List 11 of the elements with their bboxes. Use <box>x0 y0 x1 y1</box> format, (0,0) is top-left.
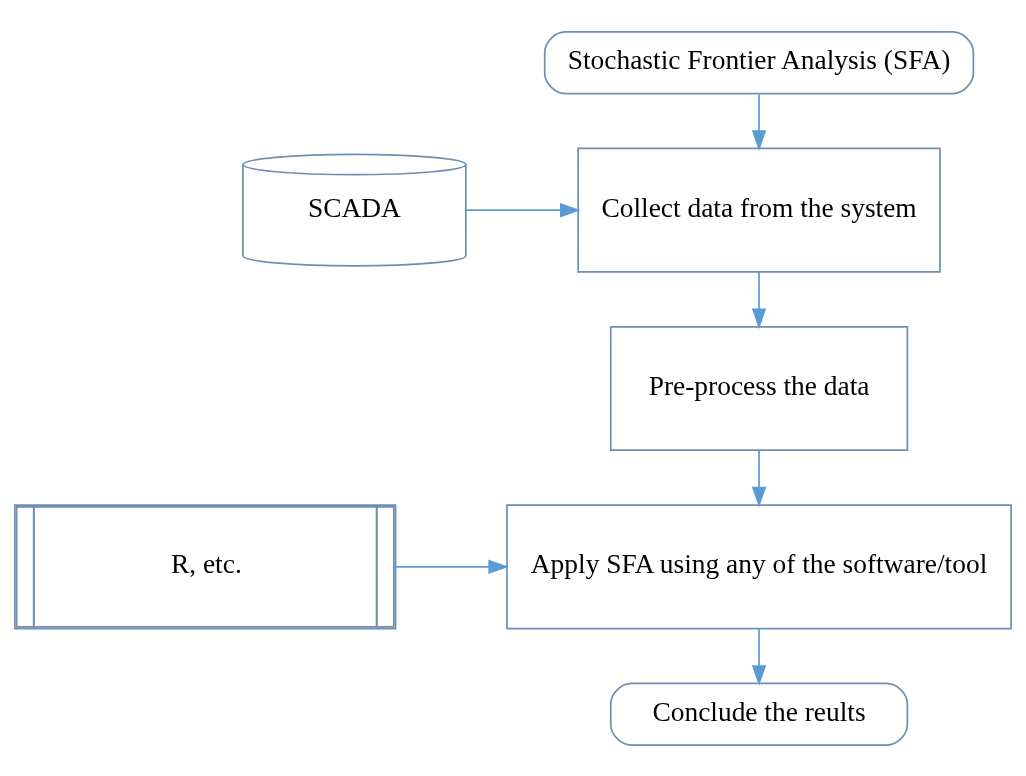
arrow <box>751 449 767 507</box>
arrow <box>751 92 767 151</box>
node-box: Pre-process the data <box>609 325 909 451</box>
arrow <box>394 559 509 574</box>
arrow <box>465 202 581 217</box>
arrow <box>751 270 767 329</box>
arrow <box>751 627 767 686</box>
node-box: Apply SFA using any of the software/tool <box>506 503 1012 629</box>
node-box: Conclude the reults <box>609 682 909 746</box>
node-box: Stochastic Frontier Analysis (SFA) <box>543 30 975 94</box>
node-box: Collect data from the system <box>577 147 941 273</box>
